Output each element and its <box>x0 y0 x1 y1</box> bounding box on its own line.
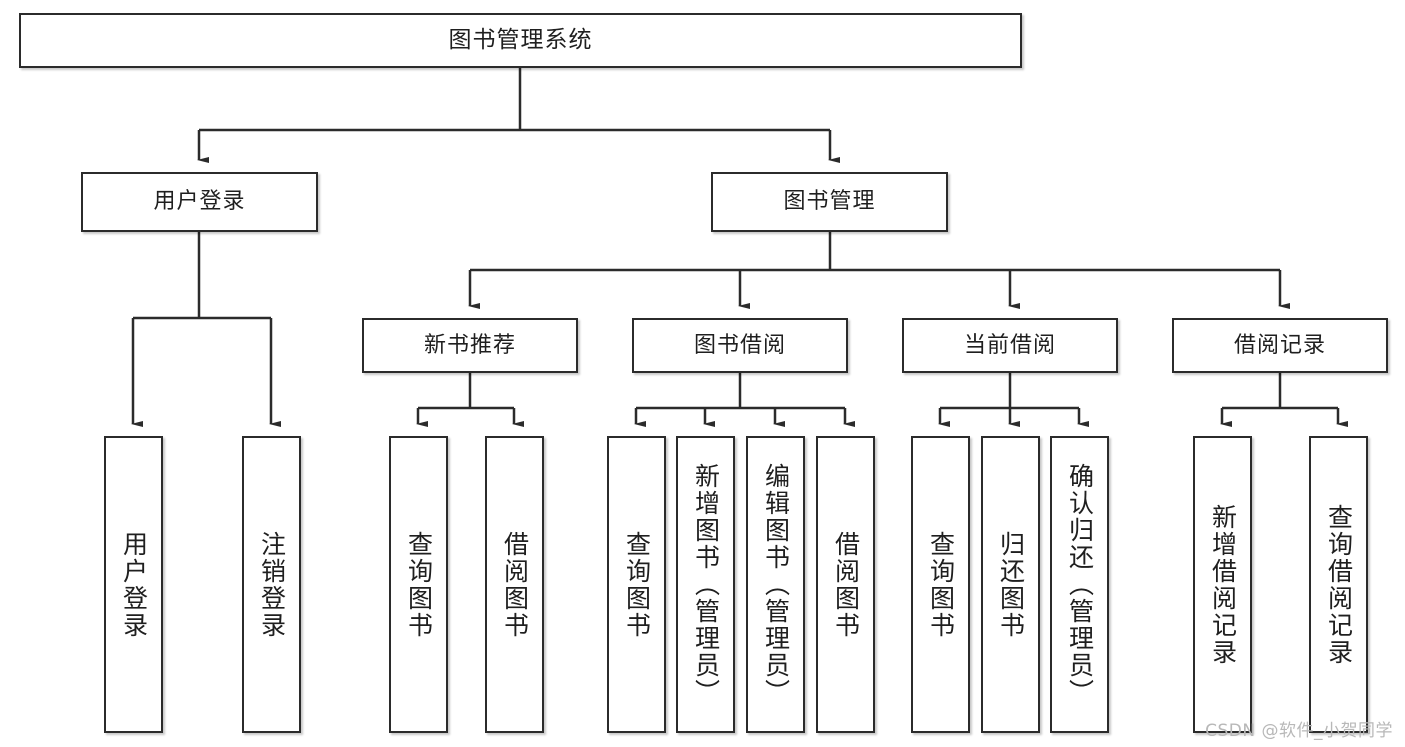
node-label: 注销登录 <box>257 530 287 639</box>
node-label: 借阅图书 <box>500 530 530 639</box>
node-label: 查询图书 <box>404 530 434 639</box>
node-label: 新增图书（管理员） <box>691 463 721 706</box>
node-label: 新书推荐 <box>423 332 516 358</box>
node-user-login[interactable]: 用户登录 <box>81 172 318 232</box>
node-label: 用户登录 <box>119 530 149 639</box>
node-label: 图书借阅 <box>693 332 786 358</box>
node-label: 当前借阅 <box>963 332 1056 358</box>
leaf-query-book-current[interactable]: 查询图书 <box>911 436 970 733</box>
node-borrow-records[interactable]: 借阅记录 <box>1172 318 1388 373</box>
node-label: 新增借阅记录 <box>1208 503 1238 666</box>
leaf-confirm-return-admin[interactable]: 确认归还（管理员） <box>1050 436 1109 733</box>
node-label: 图书管理系统 <box>448 27 593 54</box>
leaf-edit-book-admin[interactable]: 编辑图书（管理员） <box>746 436 805 733</box>
leaf-borrow-book-recommend[interactable]: 借阅图书 <box>485 436 544 733</box>
node-label: 用户登录 <box>153 189 246 215</box>
node-label: 归还图书 <box>996 530 1026 639</box>
leaf-user-login[interactable]: 用户登录 <box>104 436 163 733</box>
node-label: 借阅图书 <box>831 530 861 639</box>
leaf-query-book-recommend[interactable]: 查询图书 <box>389 436 448 733</box>
node-label: 确认归还（管理员） <box>1065 463 1095 706</box>
node-book-borrow[interactable]: 图书借阅 <box>632 318 848 373</box>
leaf-return-book[interactable]: 归还图书 <box>981 436 1040 733</box>
leaf-logout[interactable]: 注销登录 <box>242 436 301 733</box>
node-current-borrow[interactable]: 当前借阅 <box>902 318 1118 373</box>
node-book-management[interactable]: 图书管理 <box>711 172 948 232</box>
node-label: 编辑图书（管理员） <box>761 463 791 706</box>
node-label: 查询图书 <box>926 530 956 639</box>
node-label: 图书管理 <box>783 189 876 215</box>
node-label: 借阅记录 <box>1233 332 1326 358</box>
leaf-query-borrow-record[interactable]: 查询借阅记录 <box>1309 436 1368 733</box>
node-new-book-recommend[interactable]: 新书推荐 <box>362 318 578 373</box>
leaf-query-book-borrow[interactable]: 查询图书 <box>607 436 666 733</box>
node-label: 查询借阅记录 <box>1324 503 1354 666</box>
node-root-system[interactable]: 图书管理系统 <box>19 13 1022 68</box>
node-label: 查询图书 <box>622 530 652 639</box>
leaf-borrow-book[interactable]: 借阅图书 <box>816 436 875 733</box>
watermark: CSDN @软件_小贺同学 <box>1205 721 1393 741</box>
leaf-add-book-admin[interactable]: 新增图书（管理员） <box>676 436 735 733</box>
leaf-add-borrow-record[interactable]: 新增借阅记录 <box>1193 436 1252 733</box>
